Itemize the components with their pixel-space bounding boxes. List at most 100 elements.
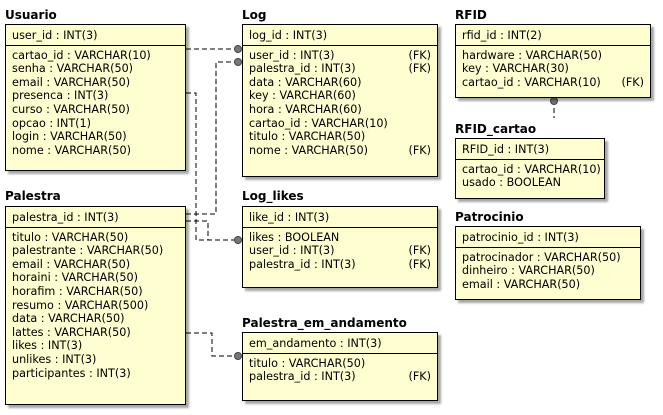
relation-endpoint-em-andamento	[234, 352, 242, 360]
table-title-log-likes: Log_likes	[242, 189, 304, 203]
primary-key: log_id : INT(3)	[243, 25, 437, 46]
field-label: email : VARCHAR(50)	[12, 75, 131, 89]
field-label: lattes : VARCHAR(50)	[12, 325, 131, 339]
field-row: cartao_id : VARCHAR(10)	[249, 117, 431, 131]
field-row: nome : VARCHAR(50) (FK)	[249, 144, 431, 158]
primary-key: rfid_id : INT(2)	[456, 25, 650, 46]
table-title-log: Log	[242, 8, 267, 22]
field-row: nome : VARCHAR(50)	[12, 144, 179, 158]
field-label: palestra_id : INT(3)	[249, 257, 356, 271]
field-label: palestra_id : INT(3)	[249, 370, 356, 384]
field-label: curso : VARCHAR(50)	[12, 102, 130, 116]
field-row: cartao_id : VARCHAR(10)	[12, 49, 179, 63]
field-label: opcao : INT(1)	[12, 116, 92, 130]
foreign-key-marker: (FK)	[408, 370, 431, 384]
field-label: presenca : INT(3)	[12, 89, 109, 103]
foreign-key-marker: (FK)	[621, 75, 644, 89]
field-row: user_id : INT(3)(FK)	[249, 244, 431, 258]
field-label: email : VARCHAR(50)	[462, 277, 581, 291]
field-label: palestrante : VARCHAR(50)	[12, 244, 164, 258]
field-row: likes : BOOLEAN	[249, 231, 431, 245]
relation-palestra-log-likes	[186, 220, 209, 240]
field-row: likes : INT(3)	[12, 339, 179, 353]
field-row: cartao_id : VARCHAR(10) (FK)	[462, 76, 644, 90]
field-label: user_id : INT(3)	[249, 48, 335, 62]
table-rfid-cartao[interactable]: RFID_id : INT(3) cartao_id : VARCHAR(10)…	[455, 138, 605, 199]
field-row: email : VARCHAR(50)	[462, 278, 634, 292]
table-rfid[interactable]: rfid_id : INT(2) hardware : VARCHAR(50)k…	[455, 24, 651, 98]
table-patrocinio[interactable]: patrocinio_id : INT(3) patrocinador : VA…	[455, 226, 641, 300]
field-label: palestra_id : INT(3)	[249, 62, 356, 76]
primary-key: em_andamento : INT(3)	[243, 333, 437, 354]
field-row: key : VARCHAR(60)	[249, 89, 431, 103]
table-title-rfid: RFID	[455, 8, 487, 22]
table-log[interactable]: log_id : INT(3) user_id : INT(3) (FK) pale…	[242, 24, 438, 177]
field-row: usado : BOOLEAN	[462, 176, 598, 190]
field-label: nome : VARCHAR(50)	[249, 143, 369, 157]
field-label: data : VARCHAR(60)	[249, 75, 362, 89]
field-label: likes : BOOLEAN	[249, 230, 340, 244]
table-title-palestra: Palestra	[5, 189, 61, 203]
table-palestra[interactable]: palestra_id : INT(3) titulo : VARCHAR(50…	[5, 206, 186, 405]
field-row: presenca : INT(3)	[12, 89, 179, 103]
relation-endpoint-log-likes	[234, 236, 242, 244]
foreign-key-marker: (FK)	[408, 257, 431, 271]
foreign-key-marker: (FK)	[408, 62, 431, 76]
field-row: data : VARCHAR(60)	[249, 76, 431, 90]
field-label: nome : VARCHAR(50)	[12, 143, 132, 157]
field-row: horaini : VARCHAR(50)	[12, 271, 179, 285]
field-row: patrocinador : VARCHAR(50)	[462, 251, 634, 265]
field-label: titulo : VARCHAR(50)	[249, 356, 366, 370]
field-row: palestra_id : INT(3) (FK)	[249, 258, 431, 272]
field-list: cartao_id : VARCHAR(10)usado : BOOLEAN	[456, 160, 604, 192]
field-row: opcao : INT(1)	[12, 117, 179, 131]
field-label: horaini : VARCHAR(50)	[12, 271, 138, 285]
field-row: titulo : VARCHAR(50)	[249, 357, 431, 371]
foreign-key-marker: (FK)	[408, 48, 431, 62]
table-title-patrocinio: Patrocinio	[455, 210, 524, 224]
field-row: curso : VARCHAR(50)	[12, 103, 179, 117]
field-row: key : VARCHAR(30)	[462, 62, 644, 76]
field-label: likes : INT(3)	[12, 339, 83, 353]
field-list: cartao_id : VARCHAR(10)senha : VARCHAR(5…	[6, 46, 185, 160]
field-row: titulo : VARCHAR(50)	[249, 130, 431, 144]
relation-palestra-em-andamento	[186, 332, 238, 357]
field-list: titulo : VARCHAR(50)palestra_id : INT(3)…	[243, 354, 437, 386]
field-row: login : VARCHAR(50)	[12, 130, 179, 144]
table-usuario[interactable]: user_id : INT(3) cartao_id : VARCHAR(10)…	[5, 24, 186, 171]
field-label: unlikes : INT(3)	[12, 352, 97, 366]
field-row: hardware : VARCHAR(50)	[462, 49, 644, 63]
field-row: lattes : VARCHAR(50)	[12, 326, 179, 340]
relation-endpoint-rfid	[550, 97, 558, 105]
field-row: titulo : VARCHAR(50)	[12, 231, 179, 245]
field-row: horafim : VARCHAR(50)	[12, 285, 179, 299]
table-title-palestra-em-andamento: Palestra_em_andamento	[242, 316, 407, 330]
field-row: email : VARCHAR(50)	[12, 76, 179, 90]
relation-palestra-log	[186, 61, 238, 215]
field-row: resumo : VARCHAR(500)	[12, 299, 179, 313]
field-label: hora : VARCHAR(60)	[249, 102, 362, 116]
field-list: hardware : VARCHAR(50)key : VARCHAR(30)c…	[456, 46, 650, 92]
field-row: palestrante : VARCHAR(50)	[12, 244, 179, 258]
table-palestra-em-andamento[interactable]: em_andamento : INT(3) titulo : VARCHAR(5…	[242, 332, 438, 401]
field-label: key : VARCHAR(60)	[249, 89, 356, 103]
field-row: unlikes : INT(3)	[12, 353, 179, 367]
field-label: cartao_id : VARCHAR(10)	[462, 75, 601, 89]
primary-key: patrocinio_id : INT(3)	[456, 227, 640, 248]
field-label: login : VARCHAR(50)	[12, 130, 127, 144]
field-label: user_id : INT(3)	[249, 244, 335, 258]
field-label: data : VARCHAR(50)	[12, 312, 125, 326]
field-row: cartao_id : VARCHAR(10)	[462, 163, 601, 177]
field-label: titulo : VARCHAR(50)	[249, 130, 366, 144]
relation-usuario-log-likes	[186, 92, 238, 241]
primary-key: RFID_id : INT(3)	[456, 139, 604, 160]
field-row: dinheiro : VARCHAR(50)	[462, 264, 634, 278]
field-row: email : VARCHAR(50)	[12, 258, 179, 272]
field-label: dinheiro : VARCHAR(50)	[462, 264, 595, 278]
foreign-key-marker: (FK)	[408, 143, 431, 157]
primary-key: palestra_id : INT(3)	[6, 207, 185, 228]
field-label: senha : VARCHAR(50)	[12, 62, 134, 76]
